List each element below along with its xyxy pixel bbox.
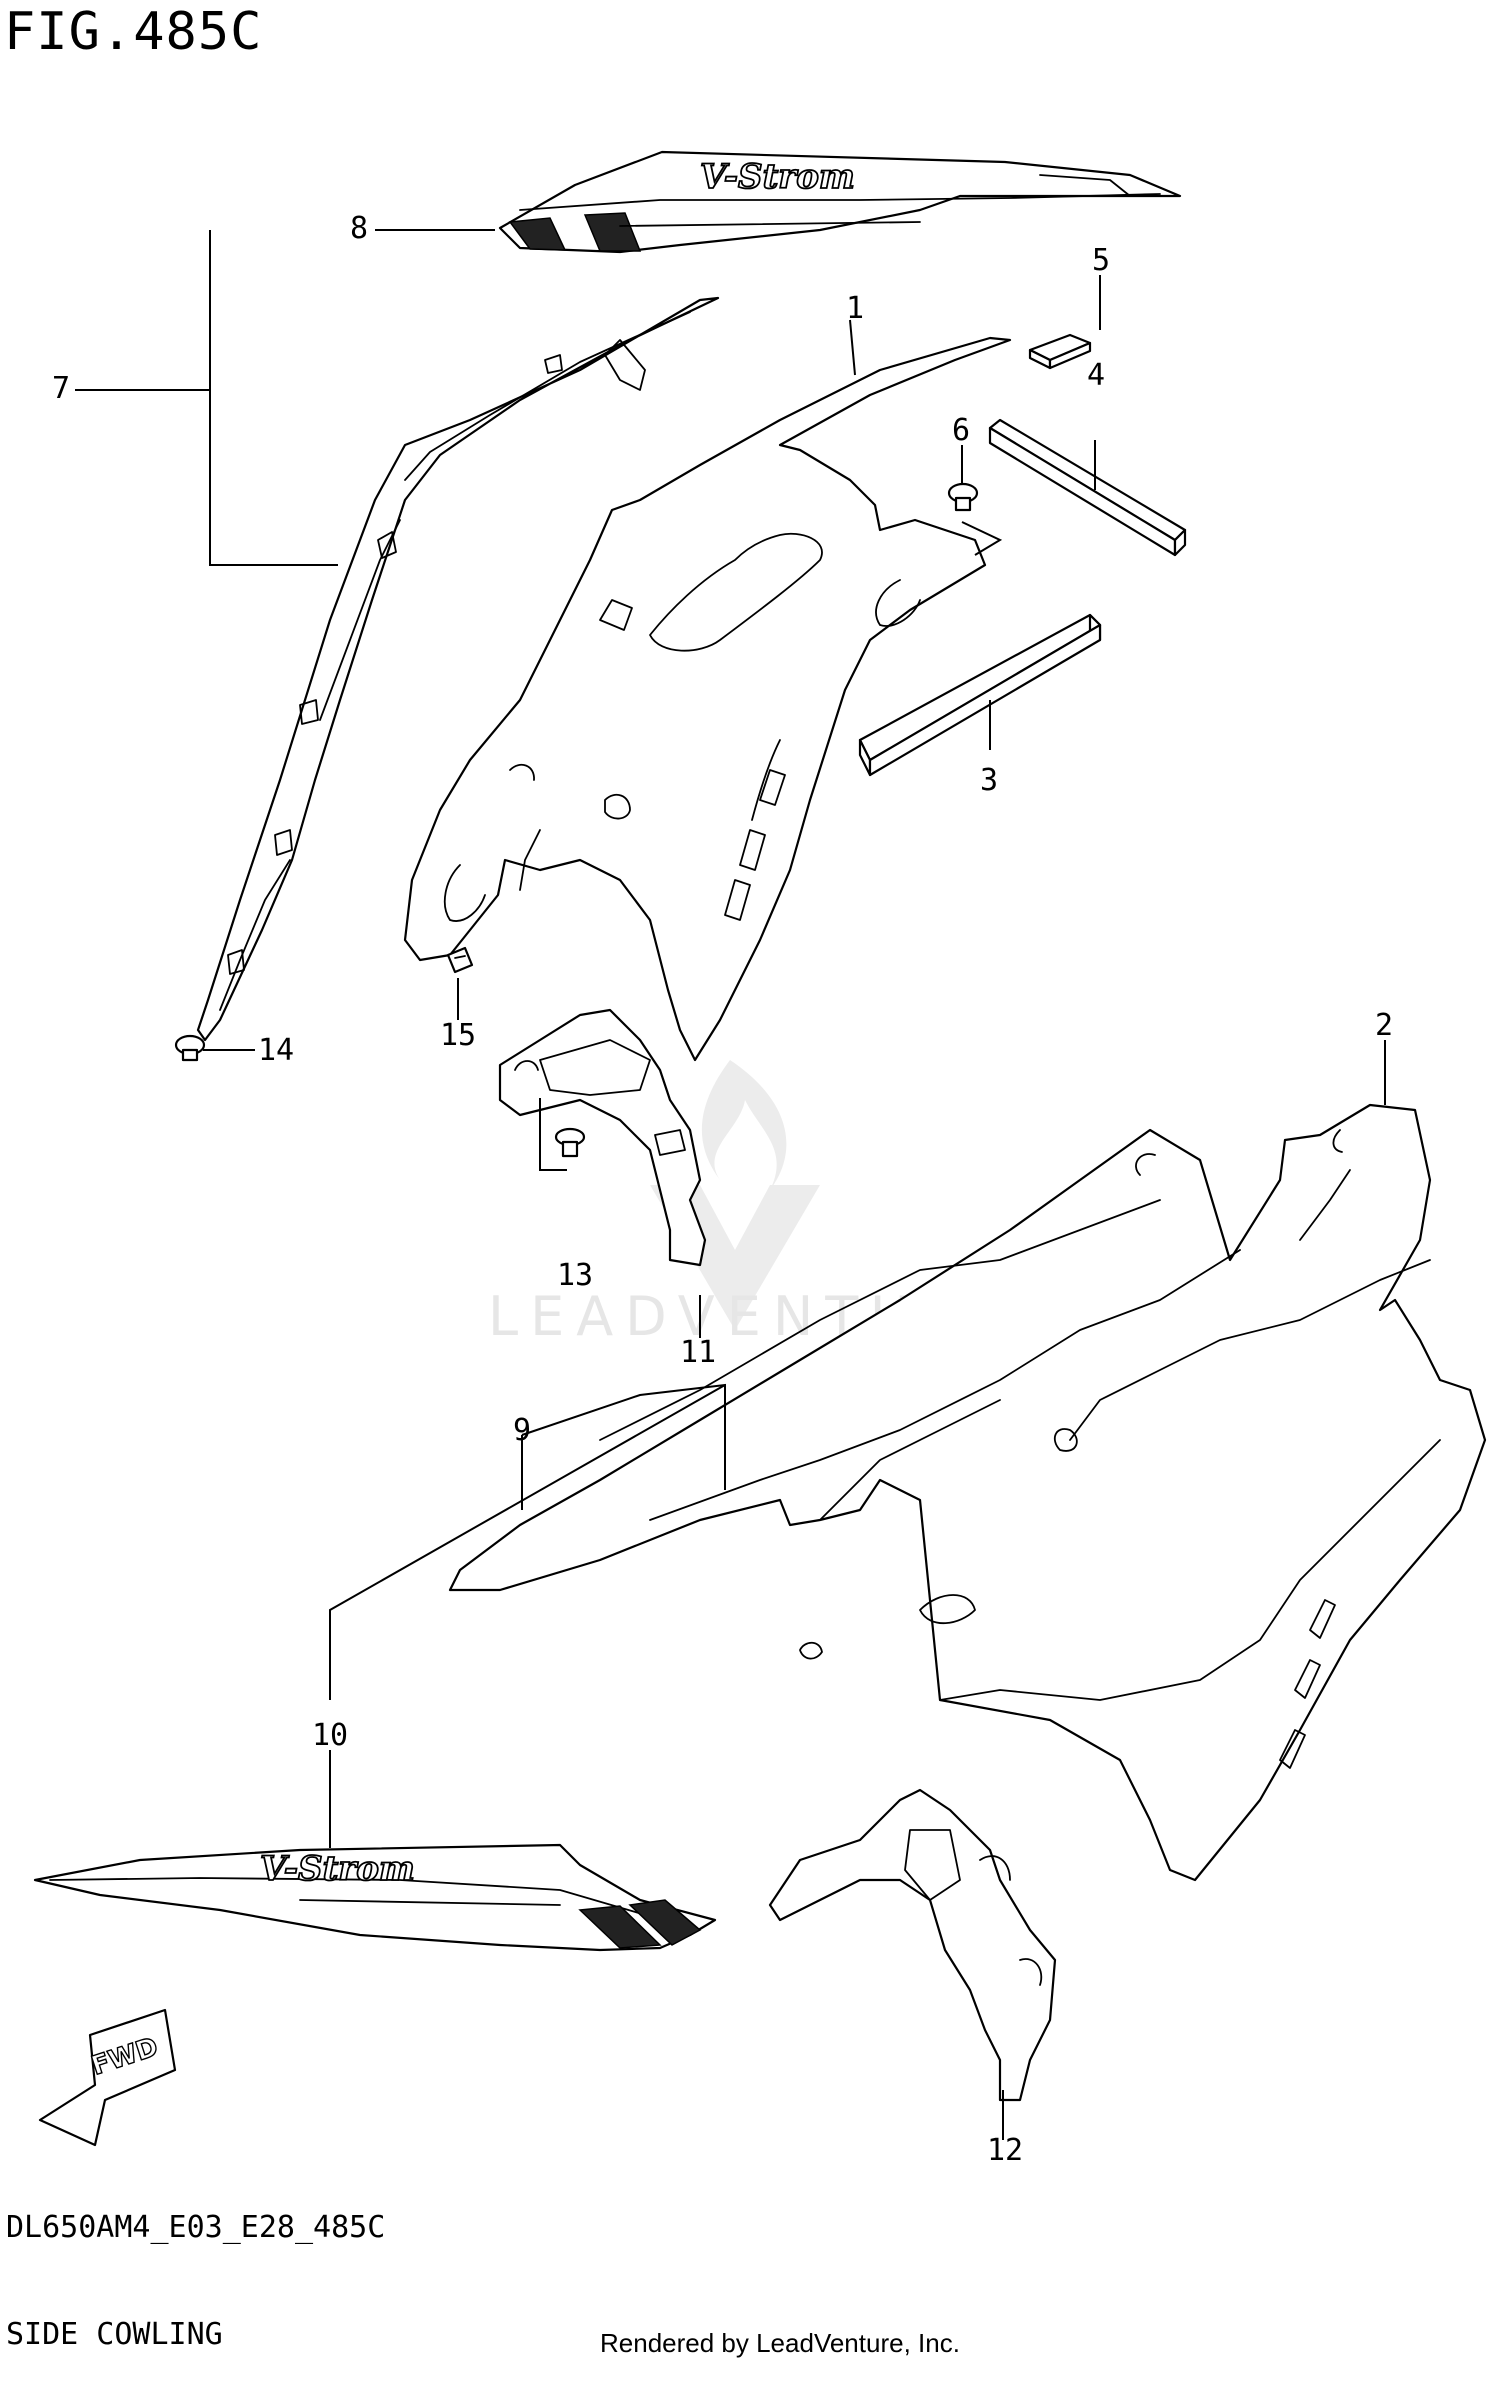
part-10-lower-decal: V-Strom — [33, 1843, 717, 1952]
part-8-upper-decal: V-Strom — [498, 150, 1182, 254]
part-14-screw — [174, 1034, 206, 1062]
leader-lines — [75, 229, 1386, 2140]
callout-6: 6 — [952, 413, 970, 448]
callout-8: 8 — [350, 211, 368, 246]
part-2-side-cowling — [448, 1103, 1487, 1882]
decal-logo-upper: V-Strom — [700, 157, 855, 197]
callout-9: 9 — [513, 1413, 531, 1448]
model-code: DL650AM4_E03_E28_485C — [6, 2210, 386, 2245]
callout-11: 11 — [680, 1335, 716, 1370]
callout-10: 10 — [312, 1718, 348, 1753]
part-6-screw — [947, 482, 979, 512]
callout-7: 7 — [52, 371, 70, 406]
callout-12: 12 — [987, 2133, 1023, 2168]
part-12-lower-bracket — [768, 1788, 1057, 2102]
part-11-bracket — [498, 1008, 707, 1267]
callout-14: 14 — [258, 1033, 294, 1068]
callout-15: 15 — [440, 1018, 476, 1053]
part-15-nut — [446, 946, 474, 974]
part-5-pad — [1028, 333, 1092, 370]
callout-3: 3 — [980, 763, 998, 798]
part-3-strip — [858, 613, 1102, 777]
part-4-strip — [988, 418, 1187, 557]
callout-4: 4 — [1087, 358, 1105, 393]
callout-numbers: 1 2 3 4 5 6 7 8 9 10 11 12 13 14 15 — [52, 211, 1393, 2168]
part-1-inner-cowling — [403, 336, 1012, 1062]
callout-1: 1 — [846, 291, 864, 326]
render-credit: Rendered by LeadVenture, Inc. — [600, 2328, 960, 2358]
part-13-screw — [554, 1127, 586, 1158]
fwd-arrow-icon: FWD — [38, 2008, 177, 2147]
figure-title: FIG.485C — [4, 2, 263, 62]
callout-5: 5 — [1092, 243, 1110, 278]
section-name: SIDE COWLING — [6, 2317, 223, 2352]
part-7-trim-strip — [196, 296, 720, 1042]
decal-logo-lower: V-Strom — [260, 1849, 415, 1889]
callout-2: 2 — [1375, 1008, 1393, 1043]
callout-13: 13 — [557, 1258, 593, 1293]
